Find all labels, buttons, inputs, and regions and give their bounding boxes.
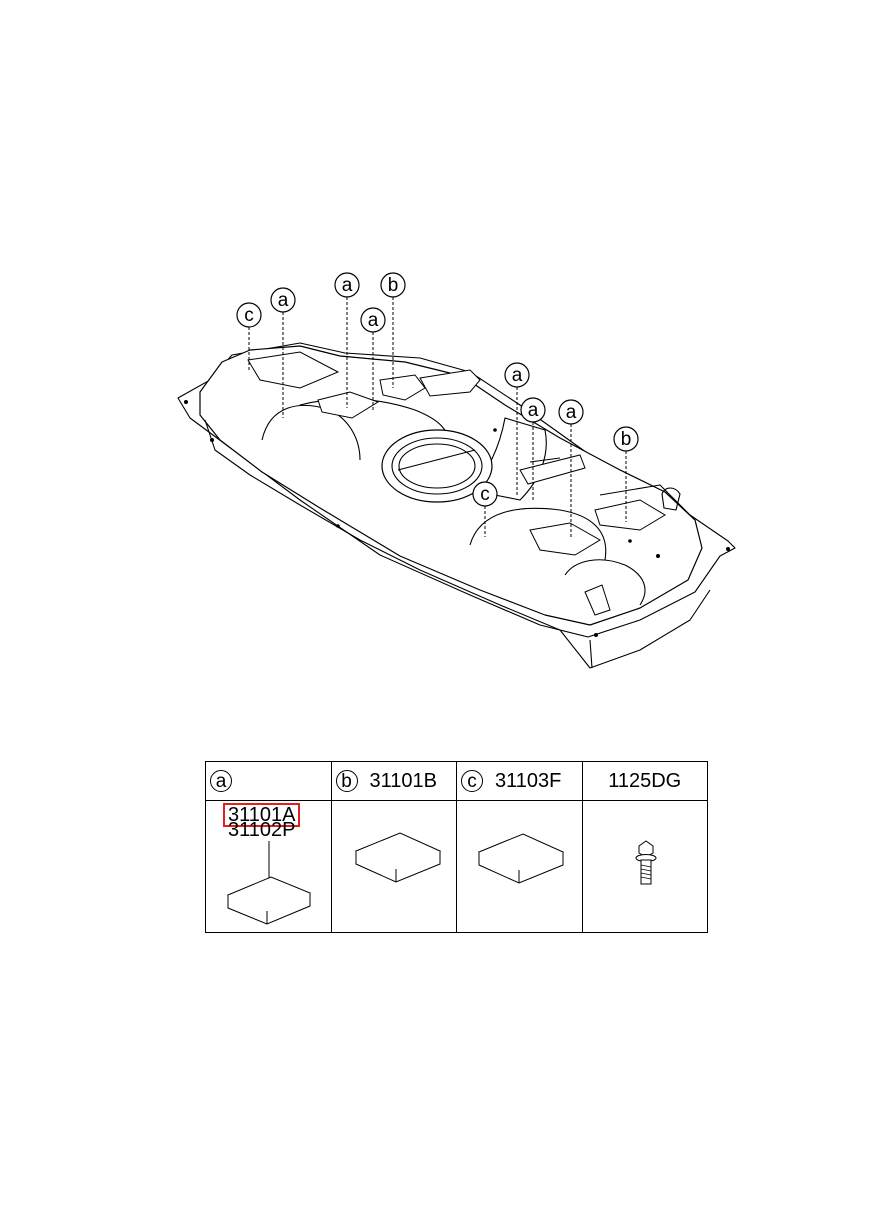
part-codes-a: 31101A 31102P (223, 803, 301, 841)
cell-bolt (581, 800, 708, 933)
part-code-b[interactable]: 31101B (369, 769, 437, 792)
pad-icon (226, 841, 312, 925)
parts-table: a b 31101B c 31103F 1125DG 31101A 31102P (205, 761, 708, 933)
part-code-a-2[interactable]: 31102P (228, 819, 296, 841)
cell-c (456, 800, 583, 933)
callout-c-left: c (236, 302, 262, 372)
svg-text:a: a (512, 365, 523, 386)
callout-c-right: c (472, 481, 498, 537)
svg-text:c: c (480, 484, 490, 505)
callout-b-header-icon: b (335, 770, 358, 792)
header-cell-a: a (205, 761, 332, 801)
fuel-tank-illustration (177, 342, 736, 669)
svg-text:a: a (342, 275, 353, 296)
part-code-bolt[interactable]: 1125DG (608, 769, 682, 792)
pad-icon (477, 833, 565, 884)
part-code-a-highlighted[interactable]: 31101A (223, 803, 301, 827)
cell-b (330, 800, 457, 933)
svg-text:b: b (621, 429, 632, 450)
header-cell-c: c 31103F (456, 761, 583, 801)
callout-a-2: a (334, 272, 360, 408)
pad-icon (354, 832, 441, 883)
svg-text:b: b (388, 275, 399, 296)
svg-text:a: a (278, 290, 289, 311)
bolt-icon (635, 840, 656, 885)
callout-c-header-icon: c (461, 770, 483, 792)
part-code-c[interactable]: 31103F (495, 769, 562, 792)
callout-a-3: a (360, 307, 386, 410)
svg-text:a: a (368, 310, 379, 331)
callout-a-4: a (504, 362, 530, 497)
cell-a: 31101A 31102P (205, 800, 332, 933)
svg-text:a: a (566, 402, 577, 423)
callout-a-6: a (558, 399, 584, 537)
callout-a-header-icon: a (210, 770, 232, 792)
header-cell-bolt: 1125DG (581, 761, 708, 801)
svg-text:c: c (244, 305, 254, 326)
callout-b-1: b (380, 272, 406, 388)
callout-a-1: a (270, 287, 296, 418)
svg-text:a: a (528, 400, 539, 421)
header-cell-b: b 31101B (330, 761, 457, 801)
callout-b-2: b (613, 426, 639, 522)
callout-a-5: a (520, 397, 546, 502)
